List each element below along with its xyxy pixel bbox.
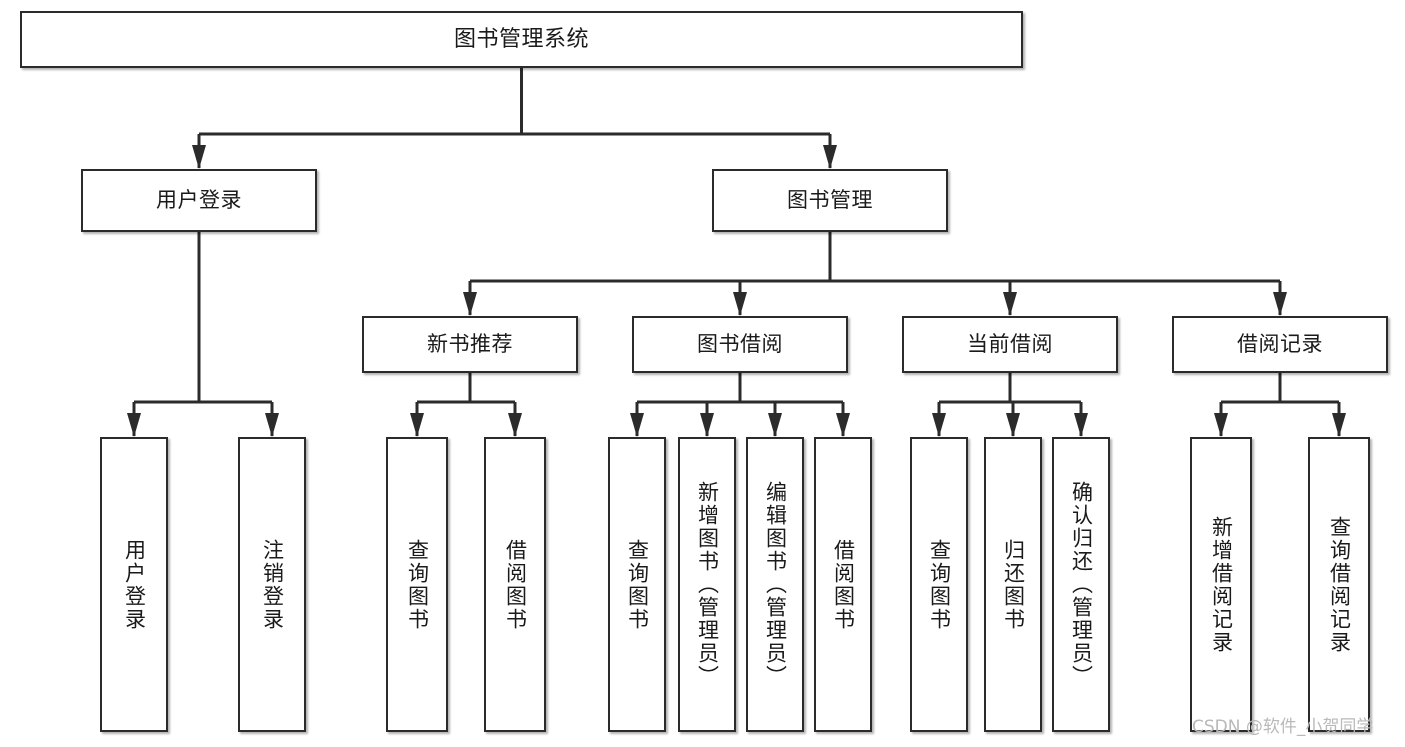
- node-label: 借阅图书: [503, 538, 528, 631]
- watermark: CSDN @软件_小贺同学: [1192, 717, 1374, 737]
- node-leaf-cur-return[interactable]: 归还图书: [984, 437, 1042, 732]
- node-leaf-cur-confirm[interactable]: 确认归还（管理员）: [1052, 437, 1110, 732]
- node-leaf-rec-add[interactable]: 新增借阅记录: [1190, 437, 1252, 732]
- node-label: 图书管理系统: [453, 26, 589, 52]
- node-label: 查询借阅记录: [1327, 515, 1352, 654]
- node-records[interactable]: 借阅记录: [1172, 316, 1388, 373]
- node-newbook[interactable]: 新书推荐: [362, 316, 578, 373]
- node-label: 归还图书: [1001, 538, 1026, 631]
- node-label: 借阅记录: [1237, 332, 1323, 357]
- node-current[interactable]: 当前借阅: [902, 316, 1118, 373]
- node-label: 借阅图书: [831, 538, 856, 631]
- node-label: 编辑图书（管理员）: [763, 481, 788, 688]
- node-label: 查询图书: [405, 538, 430, 631]
- node-leaf-user-login[interactable]: 用户登录: [100, 437, 168, 732]
- node-leaf-rec-query[interactable]: 查询借阅记录: [1308, 437, 1370, 732]
- node-login[interactable]: 用户登录: [81, 169, 317, 232]
- node-leaf-nb-borrow[interactable]: 借阅图书: [484, 437, 546, 732]
- node-label: 查询图书: [625, 538, 650, 631]
- node-leaf-bw-add[interactable]: 新增图书（管理员）: [678, 437, 736, 732]
- node-label: 新增借阅记录: [1209, 515, 1234, 654]
- node-label: 新书推荐: [427, 332, 513, 357]
- node-label: 查询图书: [927, 538, 952, 631]
- node-leaf-nb-query[interactable]: 查询图书: [386, 437, 448, 732]
- node-label: 用户登录: [156, 188, 242, 213]
- node-label: 注销登录: [260, 538, 285, 631]
- node-leaf-bw-edit[interactable]: 编辑图书（管理员）: [746, 437, 804, 732]
- node-root[interactable]: 图书管理系统: [20, 11, 1023, 68]
- node-bookmgmt[interactable]: 图书管理: [712, 169, 948, 232]
- node-leaf-bw-query[interactable]: 查询图书: [608, 437, 666, 732]
- node-leaf-user-logout[interactable]: 注销登录: [238, 437, 306, 732]
- node-label: 图书管理: [787, 188, 873, 213]
- node-label: 图书借阅: [697, 332, 783, 357]
- node-label: 确认归还（管理员）: [1069, 481, 1094, 688]
- node-label: 当前借阅: [967, 332, 1053, 357]
- node-label: 用户登录: [122, 538, 147, 631]
- node-leaf-cur-query[interactable]: 查询图书: [910, 437, 968, 732]
- node-borrow[interactable]: 图书借阅: [632, 316, 848, 373]
- node-leaf-bw-borrow[interactable]: 借阅图书: [814, 437, 872, 732]
- node-label: 新增图书（管理员）: [695, 481, 720, 688]
